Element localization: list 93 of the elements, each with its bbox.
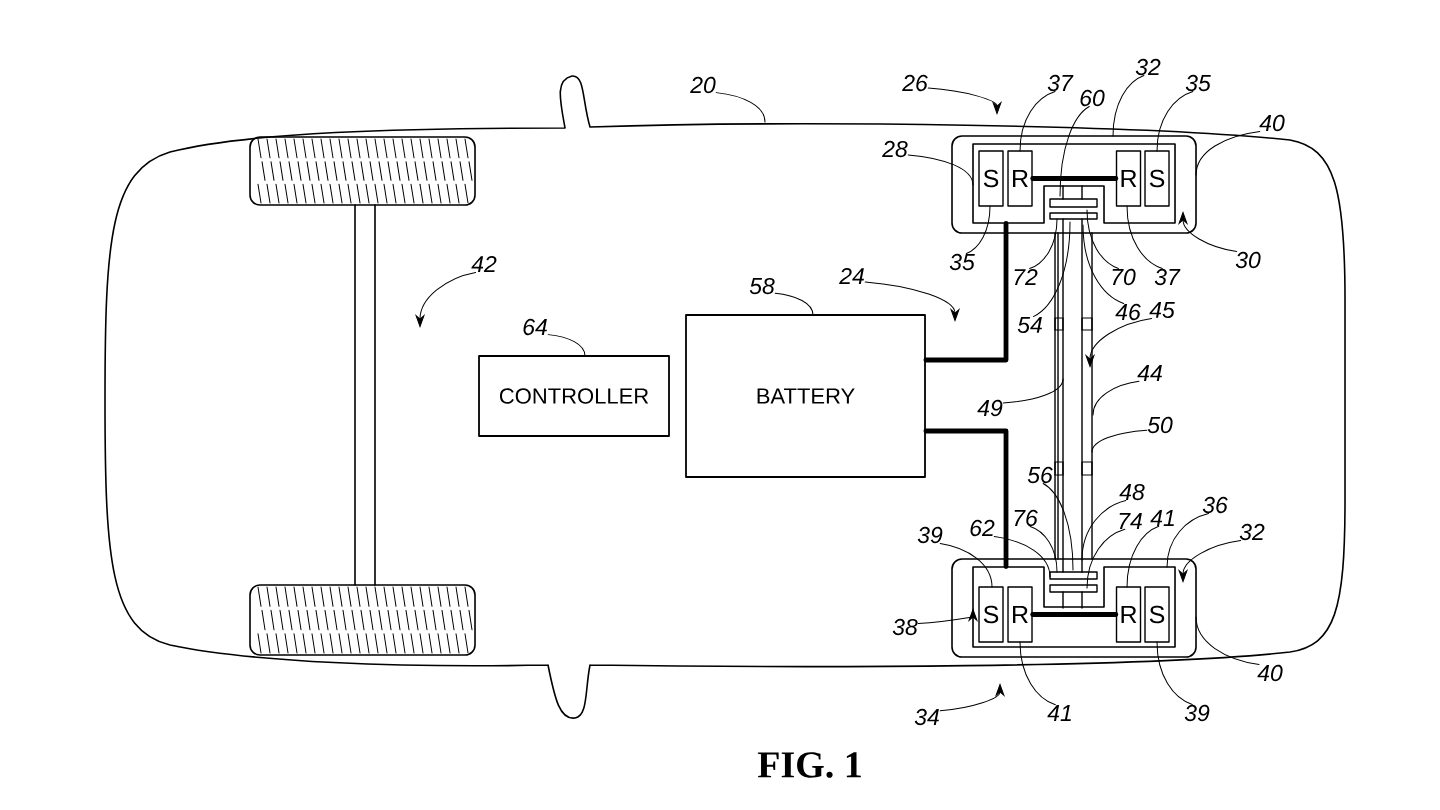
component-box: CONTROLLER — [478, 355, 670, 437]
motor-part-box: S — [1144, 586, 1170, 643]
callout-number: 26 — [902, 74, 928, 92]
callout-number: 36 — [1202, 496, 1228, 514]
callout-number: 40 — [1257, 664, 1283, 682]
leader-line — [993, 536, 1051, 578]
housing-outline — [951, 135, 1197, 234]
callout-number: 62 — [970, 519, 995, 537]
callout-number: 54 — [1017, 317, 1042, 334]
callout-number: 24 — [839, 268, 864, 285]
leader-line — [774, 292, 814, 316]
power-cable — [923, 221, 1009, 363]
inner-housing — [972, 143, 1176, 224]
callout-number: 76 — [1014, 509, 1038, 527]
callout-number: 64 — [523, 318, 547, 336]
callout-number: 41 — [1047, 705, 1071, 721]
callout-number: 70 — [1112, 268, 1136, 286]
leader-arrow — [864, 281, 960, 321]
callout-number: 37 — [1154, 268, 1181, 286]
callout-number: 60 — [1080, 89, 1105, 107]
leader-line — [1002, 378, 1064, 404]
leader-line — [1126, 525, 1160, 588]
callout-number: 35 — [1185, 74, 1211, 92]
motor-part-box: R — [1007, 586, 1033, 643]
callout-number: 56 — [1027, 466, 1053, 484]
leader-line — [1086, 528, 1126, 589]
callout-number: 50 — [1147, 416, 1173, 434]
leader-line — [939, 543, 993, 588]
leader-line — [1019, 91, 1056, 152]
inner-housing — [972, 566, 1176, 648]
callout-number: 72 — [1014, 269, 1038, 286]
leader-line — [1091, 429, 1148, 453]
callout-number: 39 — [1184, 704, 1210, 722]
callout-number: 39 — [917, 526, 943, 544]
leader-arrow — [415, 271, 477, 327]
leader-line — [1195, 131, 1261, 176]
callout-number: 40 — [1259, 114, 1285, 132]
callout-number: 58 — [749, 277, 775, 295]
figure-caption: FIG. 1 — [757, 752, 861, 778]
leader-line — [1019, 641, 1056, 706]
leader-arrow — [1178, 540, 1242, 582]
callout-number: 32 — [1239, 523, 1265, 541]
shaft-line — [1030, 176, 1119, 181]
leader-line — [1092, 380, 1140, 416]
leader-arrow — [939, 684, 1005, 712]
callout-number: 34 — [914, 708, 939, 726]
callout-number: 74 — [1119, 513, 1142, 529]
callout-number: 44 — [1137, 365, 1162, 381]
housing-outline — [951, 558, 1197, 658]
callout-number: 20 — [690, 76, 716, 94]
callout-number: 37 — [1047, 74, 1074, 92]
shaft-line — [1030, 612, 1119, 617]
callout-number: 38 — [892, 618, 918, 636]
callout-number: 45 — [1149, 302, 1175, 319]
component-box: BATTERY — [685, 314, 926, 478]
callout-number: 32 — [1135, 58, 1161, 76]
leader-line — [1042, 483, 1074, 571]
motor-part-box: R — [1115, 586, 1142, 643]
motor-part-box: S — [978, 150, 1004, 207]
leader-arrow — [927, 87, 1002, 114]
leader-line — [1029, 218, 1058, 270]
leader-line — [965, 205, 991, 254]
callout-number: 35 — [949, 253, 975, 271]
power-cable — [923, 428, 1009, 569]
leader-arrow — [1085, 317, 1153, 367]
leader-line — [715, 92, 766, 123]
callout-number: 46 — [1115, 303, 1141, 321]
callout-number: 28 — [882, 140, 908, 158]
leader-line — [1082, 224, 1125, 304]
motor-part-box: R — [1115, 150, 1142, 207]
leader-line — [1029, 526, 1058, 573]
motor-part-box: R — [1007, 150, 1033, 207]
leader-arrow — [917, 609, 978, 624]
leader-line — [1112, 75, 1145, 137]
leader-line — [1156, 91, 1194, 152]
leader-line — [1126, 205, 1163, 269]
motor-part-box: S — [1144, 150, 1170, 207]
motor-part-box: S — [978, 586, 1004, 643]
callout-number: 30 — [1235, 251, 1261, 269]
leader-line — [1086, 209, 1119, 269]
callout-number: 49 — [977, 399, 1003, 417]
leader-line — [1081, 500, 1127, 561]
leader-line — [907, 154, 974, 186]
leader-line — [1166, 513, 1210, 568]
callout-number: 41 — [1150, 510, 1174, 526]
leader-arrow — [1178, 212, 1238, 252]
leader-line — [1195, 616, 1260, 665]
leader-line — [1032, 221, 1071, 318]
callout-number: 42 — [471, 256, 497, 273]
leader-line — [1156, 641, 1193, 705]
leader-line — [547, 334, 586, 357]
leader-line — [1059, 106, 1090, 197]
callout-number: 48 — [1119, 483, 1145, 501]
